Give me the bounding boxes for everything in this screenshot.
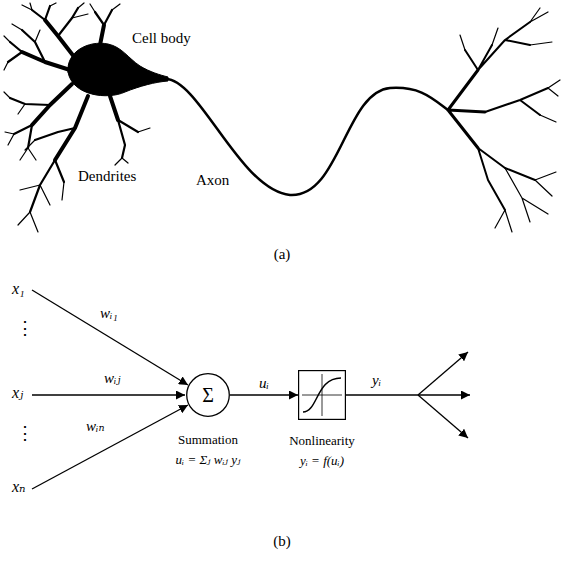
axon-terminal-trunk <box>448 70 485 148</box>
signal-label: uᵢ <box>257 375 271 392</box>
part-label: Cell body <box>132 30 191 47</box>
summation-node: ΣSummationuᵢ = Σⱼ wᵢⱼ yⱼ <box>186 373 230 417</box>
input-label: x₁ <box>12 280 25 298</box>
input-arrow <box>32 405 188 489</box>
nonlinearity-box: Nonlinearityyᵢ = f(uᵢ) <box>298 370 346 420</box>
block-caption: Summation <box>178 433 238 448</box>
block-caption: Nonlinearity <box>289 434 355 449</box>
box-outline <box>299 371 346 420</box>
axon-terminal-twig <box>460 8 560 232</box>
dendrite-twig <box>4 3 150 232</box>
output-label: yᵢ <box>372 372 381 389</box>
panel-label: (b) <box>273 533 291 550</box>
axon-terminal-branch <box>465 22 548 210</box>
sigma-symbol: Σ <box>202 384 214 407</box>
output-arrow <box>418 352 468 395</box>
weight-label: wᵢⱼ <box>104 370 120 387</box>
sigmoid-curve <box>303 378 341 412</box>
part-label: Dendrites <box>78 168 136 185</box>
panel-label: (a) <box>274 246 291 263</box>
output-arrow <box>418 394 470 395</box>
input-arrow <box>32 394 185 395</box>
dendrite-branch <box>8 6 138 212</box>
output-wire <box>346 394 418 395</box>
input-label: xⱼ <box>12 384 23 402</box>
formula: yᵢ = f(uᵢ) <box>300 454 344 469</box>
weight-label: wᵢₙ <box>86 418 104 435</box>
axon <box>166 79 448 195</box>
plot-axis <box>302 374 342 416</box>
part-label: Axon <box>196 172 229 189</box>
cell-body <box>68 43 168 96</box>
neuron-drawing <box>4 3 560 232</box>
circle-outline <box>187 374 230 417</box>
ellipsis: ⋮ <box>16 318 34 339</box>
output-arrow <box>418 395 468 438</box>
formula: uᵢ = Σⱼ wᵢⱼ yⱼ <box>176 453 241 468</box>
weight-label: wᵢ₁ <box>100 305 118 322</box>
ellipsis: ⋮ <box>16 423 34 444</box>
box-outline <box>298 370 346 420</box>
input-label: xₙ <box>12 478 26 496</box>
signal-connector <box>230 394 298 395</box>
model-wires <box>32 290 470 489</box>
